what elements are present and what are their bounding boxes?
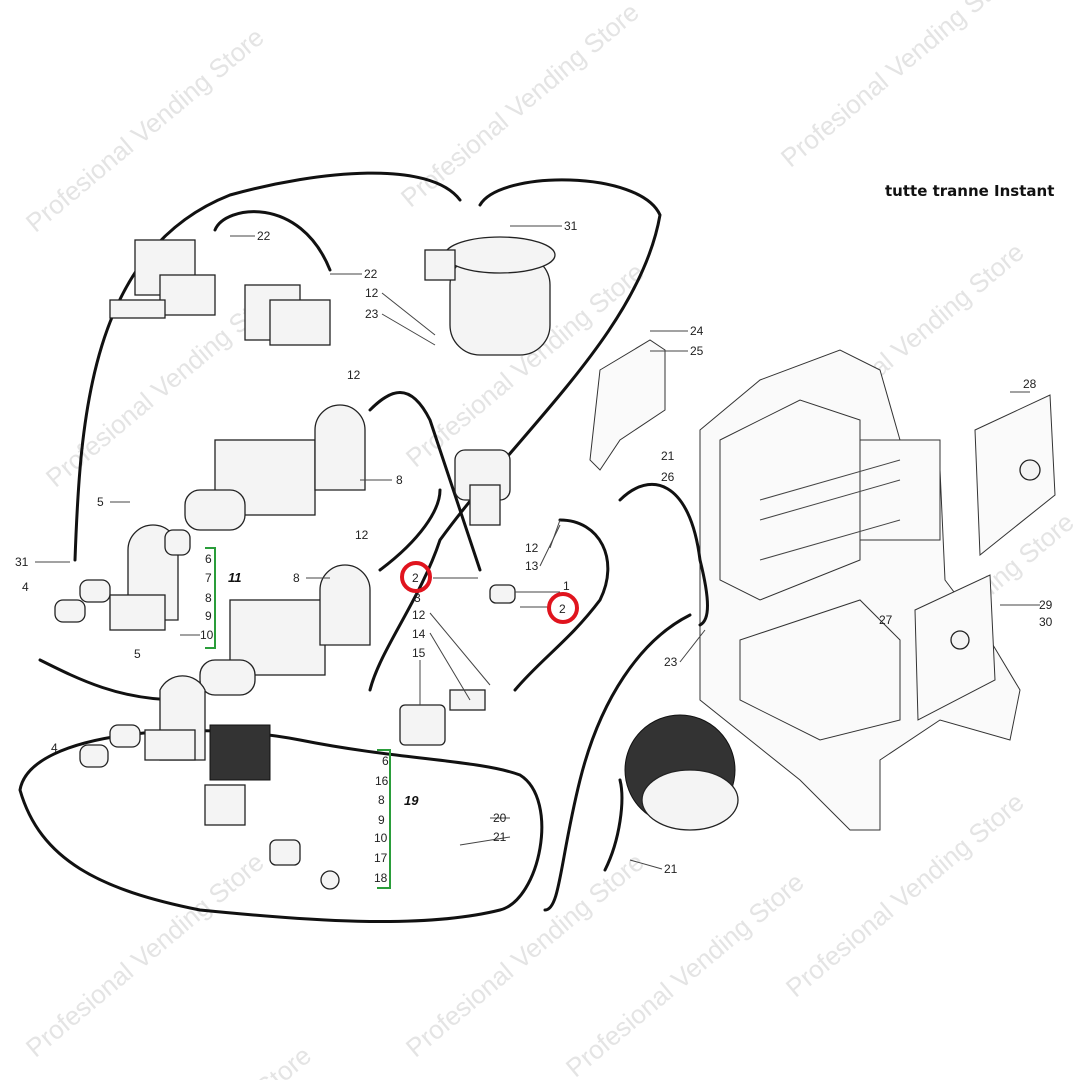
- pump-upper: [184, 404, 366, 531]
- callout-label: 21: [493, 830, 507, 844]
- callout-label: 8: [396, 473, 403, 487]
- pump-bracket-19: [144, 675, 271, 826]
- highlighted-callout-label: 2: [412, 571, 419, 585]
- machine-frame: [699, 349, 1021, 831]
- callout-label: 1: [563, 579, 570, 593]
- callout-label: 8: [378, 793, 385, 807]
- callout-label: 17: [374, 851, 388, 865]
- callout-label: 24: [690, 324, 704, 338]
- callout-label: 10: [200, 628, 214, 642]
- pump-bracket-11: [109, 524, 191, 631]
- diagram-title: tutte tranne Instant: [885, 182, 1055, 200]
- boiler: [424, 236, 556, 356]
- leader-lines: [35, 225, 1040, 870]
- callout-label: 22: [257, 229, 271, 243]
- callout-label: 6: [205, 552, 212, 566]
- callout-label: 9: [378, 813, 385, 827]
- pump-lower: [199, 564, 371, 696]
- callout-label: 21: [661, 449, 675, 463]
- panel-29: [914, 574, 996, 721]
- callout-label: 27: [879, 613, 893, 627]
- callout-label: 22: [364, 267, 378, 281]
- callout-label: 31: [564, 219, 578, 233]
- callout-label: 29: [1039, 598, 1053, 612]
- callout-label: 8: [293, 571, 300, 585]
- bracket-24-25: [589, 339, 666, 471]
- connectors: [54, 579, 516, 890]
- callout-label: 7: [205, 571, 212, 585]
- callout-label: 25: [690, 344, 704, 358]
- group-label-19: 19: [404, 793, 419, 808]
- callout-label: 8: [205, 591, 212, 605]
- callout-label: 4: [22, 580, 29, 594]
- callout-label: 16: [375, 774, 389, 788]
- callout-label: 10: [374, 831, 388, 845]
- highlighted-callout-label: 2: [559, 602, 566, 616]
- highlight-circle: [547, 592, 579, 624]
- group-label-11: 11: [228, 570, 242, 585]
- callout-label: 12: [412, 608, 426, 622]
- callout-label: 31: [15, 555, 29, 569]
- hoses: [18, 171, 709, 924]
- callout-label: 12: [525, 541, 539, 555]
- callout-label: 23: [664, 655, 678, 669]
- solenoid-valve-2: [244, 284, 331, 346]
- callout-label: 4: [51, 741, 58, 755]
- callout-label: 3: [414, 591, 421, 605]
- callout-label: 28: [1023, 377, 1037, 391]
- callout-label: 18: [374, 871, 388, 885]
- callout-label: 14: [412, 627, 426, 641]
- group-bracket-19: [377, 749, 391, 889]
- callout-label: 5: [134, 647, 141, 661]
- callout-label: 13: [525, 559, 539, 573]
- callout-label: 30: [1039, 615, 1053, 629]
- panel-28: [974, 394, 1056, 557]
- callout-label: 12: [365, 286, 379, 300]
- callout-label: 26: [661, 470, 675, 484]
- callout-label: 15: [412, 646, 426, 660]
- callout-label: 6: [382, 754, 389, 768]
- group-bracket-11: [205, 547, 216, 649]
- pressure-switch: [399, 689, 486, 746]
- callout-label: 21: [664, 862, 678, 876]
- callout-label: 20: [493, 811, 507, 825]
- callout-label: 9: [205, 609, 212, 623]
- gear-motor: [624, 714, 739, 831]
- flowmeter: [454, 449, 511, 526]
- solenoid-valve-1: [109, 239, 216, 319]
- callout-label: 23: [365, 307, 379, 321]
- callout-label: 12: [347, 368, 361, 382]
- callout-label: 12: [355, 528, 369, 542]
- highlight-circle: [400, 561, 432, 593]
- callout-label: 5: [97, 495, 104, 509]
